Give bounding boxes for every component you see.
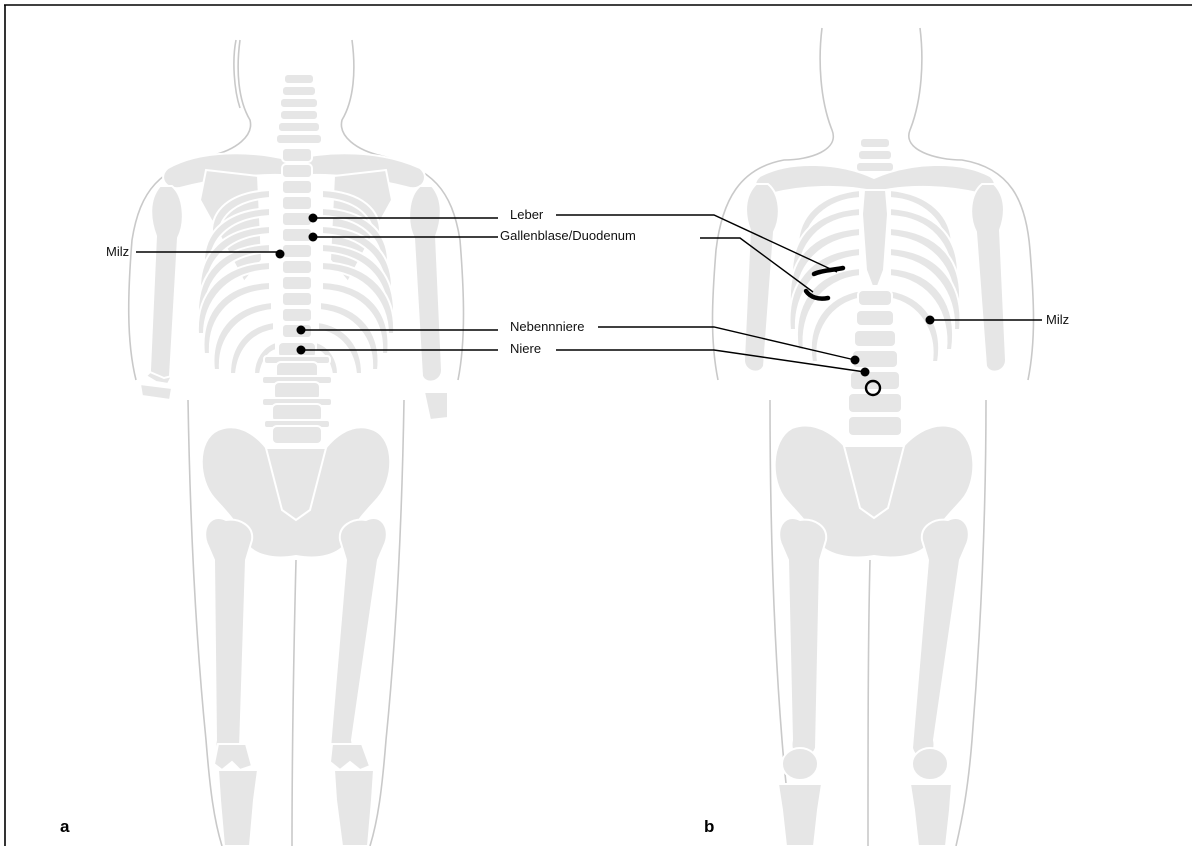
label-milz-b: Milz (1046, 312, 1069, 327)
cervical-spine-a (276, 74, 322, 144)
right-humerus-a (409, 186, 442, 382)
left-femur-a (205, 518, 252, 758)
right-tibia-a (334, 770, 374, 846)
panel-label-b: b (704, 817, 714, 836)
panel-label-a: a (60, 817, 70, 836)
dot-niere-b (861, 368, 870, 377)
left-humerus-b (744, 184, 779, 372)
label-milz-a: Milz (106, 244, 129, 259)
left-tibia-b (778, 784, 822, 846)
cervical-spine-b (856, 138, 894, 172)
dot-gallenblase-a (309, 233, 318, 242)
left-knee-a (214, 744, 252, 770)
label-gallenblase: Gallenblase/Duodenum (500, 228, 636, 243)
right-knee-a (330, 744, 370, 770)
left-patella-b (782, 748, 818, 780)
right-humerus-b (971, 184, 1006, 372)
right-forearm-a (424, 392, 448, 420)
sternum-b (862, 190, 888, 286)
right-tibia-b (910, 784, 952, 846)
dot-leber-a (309, 214, 318, 223)
skeleton-posterior-figure (129, 40, 464, 846)
dot-niere-a (297, 346, 306, 355)
right-femur-a (330, 518, 387, 758)
label-leber: Leber (510, 207, 544, 222)
left-femur-b (779, 518, 826, 758)
left-forearm-a (140, 372, 172, 400)
dot-nebenniere-a (297, 326, 306, 335)
page-frame (4, 5, 1192, 846)
left-humerus-a (150, 186, 183, 382)
label-niere: Niere (510, 341, 541, 356)
dot-milz-b (926, 316, 935, 325)
right-femur-b (912, 518, 969, 758)
dot-milz-a (276, 250, 285, 259)
label-nebenniere: Nebennniere (510, 319, 584, 334)
skeleton-anterior-figure (713, 28, 1034, 846)
dot-nebenniere-b (851, 356, 860, 365)
left-tibia-a (218, 770, 258, 846)
right-patella-b (912, 748, 948, 780)
